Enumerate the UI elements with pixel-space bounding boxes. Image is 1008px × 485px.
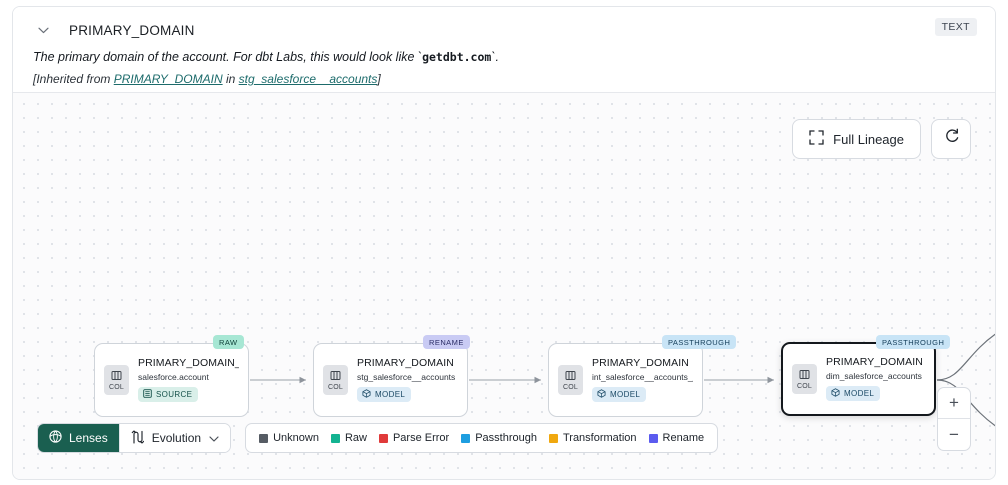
refresh-button[interactable] bbox=[931, 119, 971, 159]
cube-icon bbox=[831, 388, 840, 399]
refresh-icon bbox=[943, 128, 960, 150]
legend-item[interactable]: Passthrough bbox=[461, 432, 537, 444]
inherit-close: ] bbox=[377, 72, 381, 86]
legend-label: Rename bbox=[662, 432, 705, 444]
legend-label: Unknown bbox=[273, 432, 319, 444]
column-chip-label: COL bbox=[797, 382, 812, 390]
node-kind-label: MODEL bbox=[844, 389, 875, 398]
node-type-tag: RAW bbox=[213, 335, 244, 349]
page-title: PRIMARY_DOMAIN bbox=[69, 22, 195, 38]
node-title: PRIMARY_DOMAIN bbox=[592, 357, 689, 369]
column-chip: COL bbox=[558, 365, 583, 395]
column-chip-label: COL bbox=[109, 383, 124, 391]
chevron-down-icon[interactable] bbox=[35, 22, 51, 38]
column-lineage-panel: PRIMARY_DOMAIN TEXT The primary domain o… bbox=[12, 6, 996, 480]
chevron-down-icon bbox=[209, 431, 219, 445]
lenses-button[interactable]: Lenses bbox=[38, 424, 119, 452]
node-subtitle: int_salesforce__accounts_joined bbox=[592, 372, 693, 382]
expand-corners-icon bbox=[809, 130, 824, 148]
legend-label: Parse Error bbox=[392, 432, 450, 444]
lens-icon bbox=[49, 430, 62, 446]
column-chip-label: COL bbox=[328, 383, 343, 391]
legend-item[interactable]: Transformation bbox=[548, 432, 637, 444]
inherit-mid: in bbox=[222, 72, 239, 86]
legend-swatch bbox=[378, 433, 388, 443]
column-icon bbox=[799, 369, 810, 382]
description-suffix: `. bbox=[491, 50, 499, 64]
legend-swatch bbox=[548, 433, 558, 443]
canvas-top-controls: Full Lineage bbox=[792, 119, 971, 159]
lineage-legend: Unknown Raw Parse Error Passthrough Transfor… bbox=[245, 423, 719, 453]
node-type-tag: PASSTHROUGH bbox=[662, 335, 737, 349]
column-chip: COL bbox=[104, 365, 129, 395]
panel-header: PRIMARY_DOMAIN TEXT The primary domain o… bbox=[13, 7, 995, 93]
legend-item[interactable]: Raw bbox=[330, 432, 367, 444]
lineage-canvas[interactable]: Full Lineage + − RAW COL PRIMARY_DOMAIN__C… bbox=[13, 93, 995, 479]
legend-label: Passthrough bbox=[475, 432, 537, 444]
node-kind-label: MODEL bbox=[375, 390, 406, 399]
full-lineage-button[interactable]: Full Lineage bbox=[792, 119, 921, 159]
node-kind-label: SOURCE bbox=[156, 390, 193, 399]
zoom-in-button[interactable]: + bbox=[938, 388, 970, 419]
legend-item[interactable]: Unknown bbox=[259, 432, 319, 444]
column-icon bbox=[111, 370, 122, 383]
lineage-node[interactable]: PASSTHROUGH COL PRIMARY_DOMAIN dim_salesfor… bbox=[781, 335, 951, 416]
canvas-bottom-bar: Lenses Evolution Unkn bbox=[37, 423, 719, 453]
cube-icon bbox=[362, 389, 371, 400]
evolution-arrows-icon bbox=[131, 429, 144, 447]
inherited-model-link[interactable]: stg_salesforce__accounts bbox=[238, 72, 378, 86]
node-title: PRIMARY_DOMAIN bbox=[357, 357, 454, 369]
legend-label: Raw bbox=[344, 432, 367, 444]
column-chip: COL bbox=[323, 365, 348, 395]
node-kind-badge: MODEL bbox=[357, 387, 412, 402]
evolution-dropdown[interactable]: Evolution bbox=[118, 424, 231, 452]
inherited-from-note: [Inherited from PRIMARY_DOMAIN in stg_sa… bbox=[33, 72, 977, 86]
column-icon bbox=[565, 370, 576, 383]
lineage-node[interactable]: RENAME COL PRIMARY_DOMAIN stg_salesforce__a… bbox=[313, 335, 470, 417]
legend-swatch bbox=[330, 433, 340, 443]
node-subtitle: salesforce.account bbox=[138, 372, 209, 382]
inherited-column-link[interactable]: PRIMARY_DOMAIN bbox=[113, 72, 223, 86]
lenses-label: Lenses bbox=[69, 431, 108, 445]
node-subtitle: stg_salesforce__accounts bbox=[357, 372, 456, 382]
legend-swatch bbox=[461, 433, 471, 443]
legend-item[interactable]: Rename bbox=[648, 432, 705, 444]
full-lineage-label: Full Lineage bbox=[833, 131, 904, 147]
legend-swatch bbox=[648, 433, 658, 443]
evolution-label: Evolution bbox=[151, 431, 202, 445]
node-kind-badge: MODEL bbox=[826, 386, 881, 401]
inherit-open: [Inherited from bbox=[33, 72, 114, 86]
lineage-node[interactable]: RAW COL PRIMARY_DOMAIN__C salesforce.accoun… bbox=[94, 335, 249, 417]
legend-label: Transformation bbox=[562, 432, 637, 444]
column-icon bbox=[330, 370, 341, 383]
description-code: getdbt.com bbox=[422, 50, 492, 64]
node-type-tag: RENAME bbox=[423, 335, 470, 349]
description-text: The primary domain of the account. For d… bbox=[33, 50, 423, 64]
column-chip: COL bbox=[792, 364, 817, 394]
node-subtitle: dim_salesforce_accounts bbox=[826, 371, 922, 381]
lenses-group: Lenses Evolution bbox=[37, 423, 232, 453]
legend-item[interactable]: Parse Error bbox=[378, 432, 450, 444]
node-type-tag: PASSTHROUGH bbox=[876, 335, 951, 349]
node-kind-badge: SOURCE bbox=[138, 387, 199, 402]
type-badge: TEXT bbox=[934, 18, 977, 36]
legend-swatch bbox=[259, 433, 269, 443]
node-title: PRIMARY_DOMAIN bbox=[826, 356, 923, 368]
column-description: The primary domain of the account. For d… bbox=[33, 49, 977, 65]
database-icon bbox=[143, 389, 152, 400]
cube-icon bbox=[597, 389, 606, 400]
node-title: PRIMARY_DOMAIN__C bbox=[138, 357, 239, 369]
lineage-node[interactable]: PASSTHROUGH COL PRIMARY_DOMAIN int_salesfor… bbox=[548, 335, 737, 417]
zoom-out-button[interactable]: − bbox=[949, 424, 959, 444]
node-kind-label: MODEL bbox=[610, 390, 641, 399]
column-chip-label: COL bbox=[563, 383, 578, 391]
node-kind-badge: MODEL bbox=[592, 387, 647, 402]
zoom-controls: + − bbox=[937, 387, 971, 451]
